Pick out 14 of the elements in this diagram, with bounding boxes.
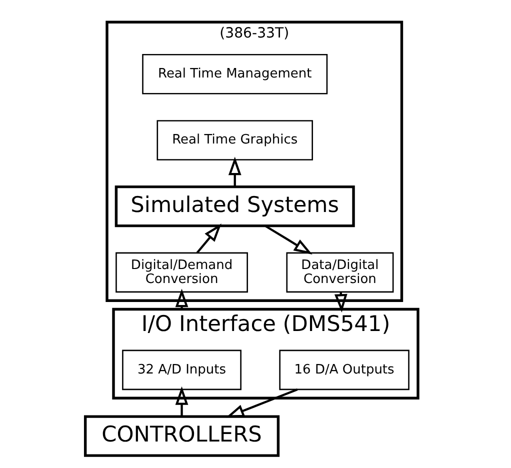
arrow [264, 224, 312, 254]
node-box: CONTROLLERS [83, 414, 280, 456]
node-box: Digital/Demand Conversion [115, 252, 248, 292]
node-box: Real Time Management [142, 53, 328, 94]
arrow [228, 156, 241, 186]
node-box: Data/Digital Conversion [286, 252, 394, 292]
arrow [174, 288, 188, 309]
node-box: 16 D/A Outputs [278, 349, 409, 390]
arrow [225, 388, 298, 418]
node-box: Simulated Systems [114, 184, 354, 227]
node-box: 32 A/D Inputs [122, 349, 241, 390]
node-box: Real Time Graphics [156, 120, 312, 160]
arrow [174, 386, 188, 416]
arrow [196, 223, 221, 254]
